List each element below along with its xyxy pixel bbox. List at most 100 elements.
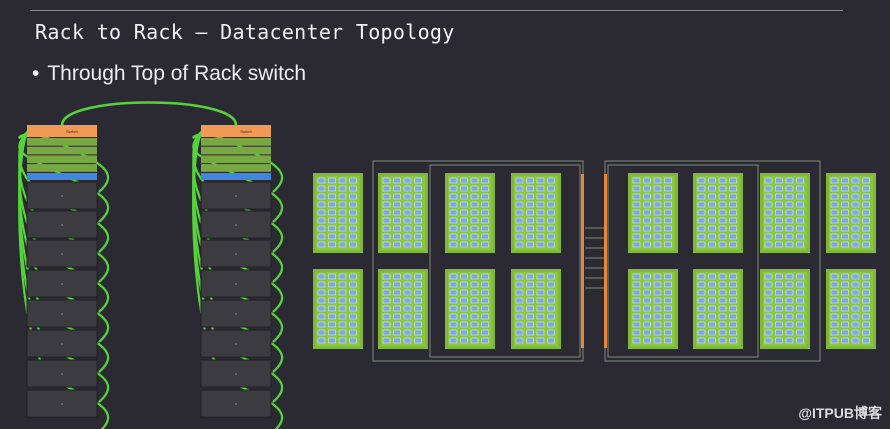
gpu-chip xyxy=(328,185,336,192)
gpu-chip xyxy=(708,201,716,208)
gpu-chip xyxy=(851,233,860,240)
gpu-chip xyxy=(718,273,727,280)
gpu-chip xyxy=(470,217,479,224)
gpu-chip xyxy=(708,289,716,296)
gpu-chip xyxy=(328,177,336,184)
gpu-chip xyxy=(862,289,870,296)
gpu-chip xyxy=(764,289,773,296)
gpu-chip xyxy=(785,233,794,240)
gpu-unit xyxy=(201,146,271,155)
gpu-chip xyxy=(547,329,555,336)
gpu-chip xyxy=(547,185,555,192)
gpu-chip xyxy=(338,329,347,336)
gpu-chip xyxy=(460,329,468,336)
gpu-chip xyxy=(393,297,401,304)
gpu-chip xyxy=(515,225,524,232)
gpu-chip xyxy=(349,305,357,312)
gpu-chip xyxy=(718,241,727,248)
gpu-chip xyxy=(764,241,773,248)
gpu-chip xyxy=(526,241,534,248)
gpu-chip xyxy=(393,177,401,184)
gpu-chip xyxy=(460,321,468,328)
gpu-chip xyxy=(643,305,651,312)
gpu-chip xyxy=(349,193,357,200)
gpu-chip xyxy=(460,281,468,288)
gpu-chip xyxy=(796,337,804,344)
watermark: @ITPUB博客 xyxy=(798,405,882,421)
gpu-chip xyxy=(470,329,479,336)
gpu-chip xyxy=(708,281,716,288)
gpu-chip xyxy=(536,289,545,296)
gpu-chip xyxy=(664,297,672,304)
gpu-chip xyxy=(382,297,391,304)
gpu-board xyxy=(760,269,810,349)
gpu-chip xyxy=(547,313,555,320)
gpu-chip xyxy=(526,177,534,184)
gpu-chip xyxy=(481,289,489,296)
gpu-chip xyxy=(515,177,524,184)
gpu-chip xyxy=(338,297,347,304)
gpu-chip xyxy=(841,233,849,240)
gpu-chip xyxy=(841,305,849,312)
gpu-chip xyxy=(851,241,860,248)
gpu-chip xyxy=(328,305,336,312)
gpu-chip xyxy=(718,297,727,304)
gpu-board xyxy=(628,269,678,349)
gpu-chip xyxy=(664,281,672,288)
gpu-chip xyxy=(382,337,391,344)
gpu-chip xyxy=(481,193,489,200)
gpu-chip xyxy=(449,321,458,328)
gpu-chip xyxy=(403,337,412,344)
gpu-chip xyxy=(317,201,326,208)
gpu-chip xyxy=(764,297,773,304)
gpu-chip xyxy=(775,273,783,280)
gpu-chip xyxy=(382,185,391,192)
gpu-chip xyxy=(785,217,794,224)
gpu-unit xyxy=(27,138,97,146)
gpu-chip xyxy=(349,241,357,248)
gpu-chip xyxy=(382,193,391,200)
gpu-chip xyxy=(851,185,860,192)
gpu-chip xyxy=(526,289,534,296)
wire-loop xyxy=(607,164,759,358)
gpu-chip xyxy=(708,321,716,328)
bullet-text: Through Top of Rack switch xyxy=(47,62,307,85)
gpu-chip xyxy=(653,337,662,344)
gpu-chip xyxy=(796,185,804,192)
gpu-chip xyxy=(470,281,479,288)
gpu-chip xyxy=(547,297,555,304)
gpu-chip xyxy=(547,233,555,240)
gpu-chip xyxy=(393,201,401,208)
gpu-chip xyxy=(862,297,870,304)
gpu-unit xyxy=(201,138,271,146)
gpu-chip xyxy=(830,217,839,224)
gpu-chip xyxy=(708,297,716,304)
gpu-chip xyxy=(470,313,479,320)
gpu-chip xyxy=(515,289,524,296)
gpu-chip xyxy=(796,305,804,312)
gpu-chip xyxy=(664,329,672,336)
gpu-chip xyxy=(481,321,489,328)
gpu-chip xyxy=(697,233,706,240)
gpu-chip xyxy=(403,177,412,184)
gpu-chip xyxy=(775,201,783,208)
gpu-chip xyxy=(697,241,706,248)
gpu-chip xyxy=(643,233,651,240)
gpu-chip xyxy=(830,177,839,184)
gpu-chip xyxy=(708,241,716,248)
gpu-chip xyxy=(785,337,794,344)
gpu-chip xyxy=(785,225,794,232)
gpu-chip xyxy=(338,177,347,184)
gpu-chip xyxy=(547,201,555,208)
gpu-chip xyxy=(460,273,468,280)
gpu-chip xyxy=(481,281,489,288)
gpu-chip xyxy=(830,209,839,216)
gpu-chip xyxy=(393,241,401,248)
gpu-chip xyxy=(785,321,794,328)
gpu-unit xyxy=(27,155,97,164)
gpu-chip xyxy=(708,233,716,240)
gpu-chip xyxy=(349,201,357,208)
gpu-chip xyxy=(643,297,651,304)
gpu-chip xyxy=(775,297,783,304)
gpu-chip xyxy=(317,177,326,184)
